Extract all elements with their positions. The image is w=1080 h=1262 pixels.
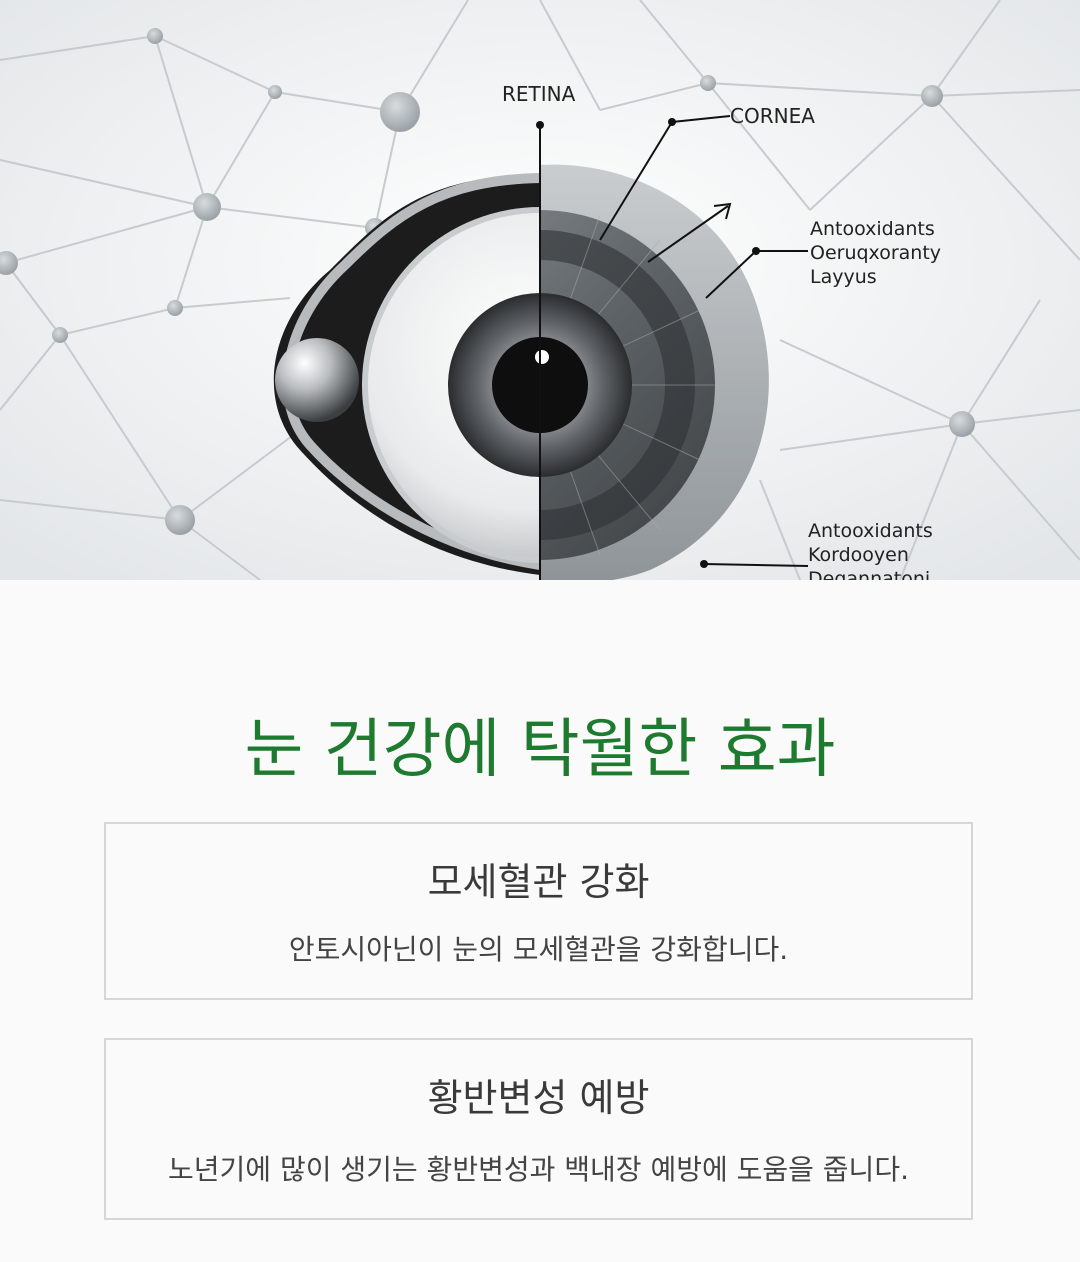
card-description: 안토시아닌이 눈의 모세혈관을 강화합니다. (288, 933, 789, 966)
section-title: 눈 건강에 탁월한 효과 (244, 713, 836, 787)
label-retina: RETINA (502, 82, 576, 106)
label-annotation-1-line-3: Layyus (810, 266, 877, 288)
label-annotation-2-line-2: Kordooyen (808, 544, 909, 566)
benefit-card-capillary: 모세혈관 강화 안토시아닌이 눈의 모세혈관을 강화합니다. (104, 822, 973, 1000)
label-cornea: CORNEA (730, 104, 815, 128)
label-annotation-1-line-2: Oeruqxoranty (810, 242, 941, 264)
label-annotation-2-line-3: Degannatoni (808, 568, 930, 580)
eye-illustration: RETINA CORNEA Antooxidants Oeruqxoranty … (0, 0, 1080, 580)
benefit-card-macular: 황반변성 예방 노년기에 많이 생기는 황반변성과 백내장 예방에 도움을 줍니… (104, 1038, 973, 1220)
arrow-icon (713, 202, 732, 220)
side-sphere (275, 338, 359, 422)
card-title: 모세혈관 강화 (427, 860, 650, 904)
label-annotation-1-line-1: Antooxidants (810, 218, 935, 240)
hero-illustration: RETINA CORNEA Antooxidants Oeruqxoranty … (0, 0, 1080, 580)
card-title: 황반변성 예방 (427, 1076, 650, 1120)
network-background (0, 0, 1080, 580)
card-description: 노년기에 많이 생기는 황반변성과 백내장 예방에 도움을 줍니다. (168, 1153, 909, 1186)
benefits-section: 눈 건강에 탁월한 효과 모세혈관 강화 안토시아닌이 눈의 모세혈관을 강화합… (0, 580, 1080, 1262)
network-nodes (0, 28, 975, 535)
label-annotation-2-line-1: Antooxidants (808, 520, 933, 542)
